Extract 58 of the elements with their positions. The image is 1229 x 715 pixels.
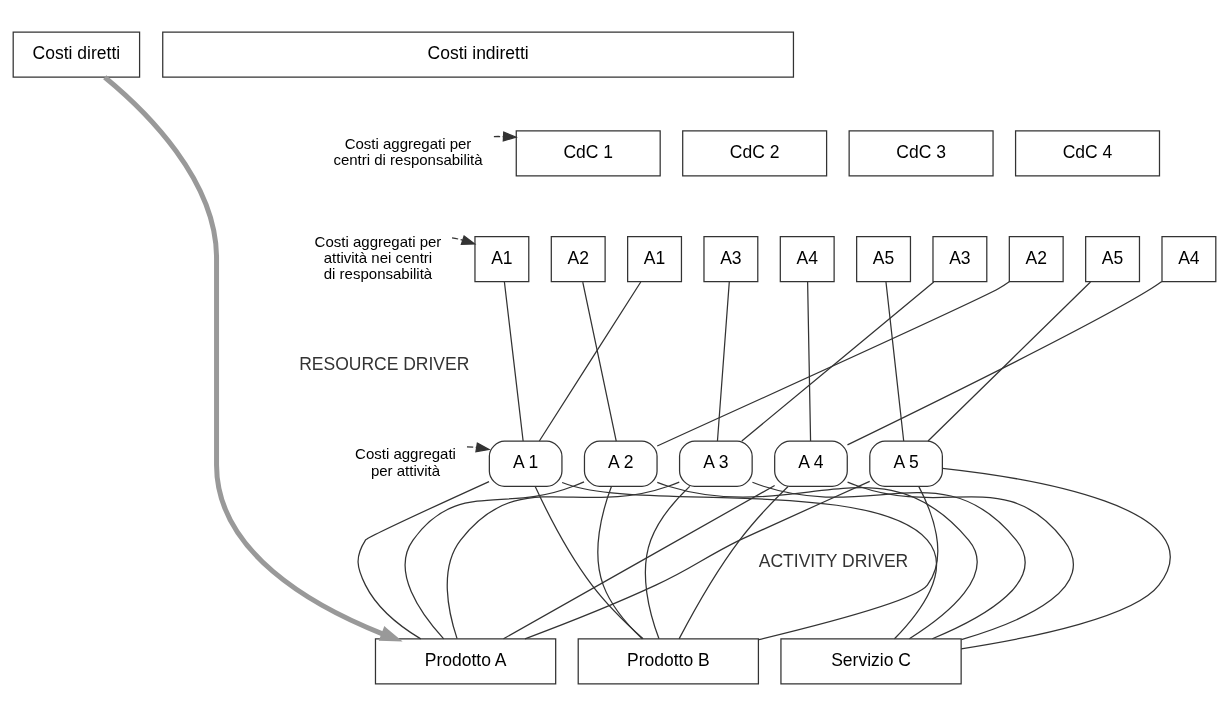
node-box: A 3 <box>678 440 753 487</box>
connector <box>716 280 730 442</box>
node-box: A1 <box>474 235 530 282</box>
connector <box>446 480 680 639</box>
node-box: Costi diretti <box>12 30 141 78</box>
connector <box>656 280 1010 447</box>
label: ACTIVITY DRIVER <box>758 550 909 571</box>
connector <box>404 480 585 639</box>
node-text: Costi aggregati per centri di responsabilità <box>333 134 483 168</box>
connector <box>656 481 978 639</box>
arrow <box>103 74 403 642</box>
connector <box>751 481 1026 639</box>
node-box: A 4 <box>774 440 848 487</box>
connector <box>846 280 1163 445</box>
connector <box>678 485 789 640</box>
connector <box>846 480 1074 640</box>
connector <box>885 280 905 442</box>
node-box: A 5 <box>869 440 943 487</box>
node-box: A 1 <box>488 440 563 487</box>
node-box: A3 <box>932 235 988 282</box>
node-box: Costi indiretti <box>162 30 795 78</box>
node-box: CdC 2 <box>682 129 828 177</box>
node-box: A2 <box>550 235 606 282</box>
node-box: A5 <box>1085 235 1141 282</box>
connector <box>927 280 1092 442</box>
node-box: Prodotto A <box>374 637 557 685</box>
node-box: CdC 4 <box>1014 129 1161 177</box>
connector <box>534 485 644 639</box>
connector <box>941 467 1171 649</box>
connector <box>357 480 490 640</box>
node-box: Prodotto B <box>577 637 760 685</box>
node-box: A5 <box>856 235 912 282</box>
node-text: Costi aggregati per attività <box>355 444 456 479</box>
node-box: Servizio C <box>780 637 962 685</box>
label: RESOURCE DRIVER <box>299 353 470 374</box>
connector <box>503 280 524 442</box>
node-box: A3 <box>703 235 759 282</box>
node-box: A4 <box>1161 235 1217 282</box>
connector <box>582 280 617 442</box>
node-box: A1 <box>627 235 683 282</box>
arrow <box>493 130 518 142</box>
node-box: A4 <box>779 235 835 282</box>
connector <box>538 280 642 442</box>
node-box: CdC 3 <box>848 129 994 177</box>
arrow <box>451 234 477 245</box>
connector <box>561 481 938 639</box>
connector <box>741 280 935 442</box>
node-text: Costi aggregati per attività nei centri di responsabilità <box>314 232 442 282</box>
connector <box>807 280 812 442</box>
node-box: A2 <box>1008 235 1064 282</box>
node-box: A 2 <box>583 440 658 487</box>
connector <box>502 484 776 639</box>
connector <box>644 485 691 639</box>
connector <box>597 485 643 639</box>
node-box: CdC 1 <box>515 129 661 177</box>
connector <box>758 485 939 640</box>
connector <box>524 480 871 639</box>
arrow <box>466 441 491 452</box>
